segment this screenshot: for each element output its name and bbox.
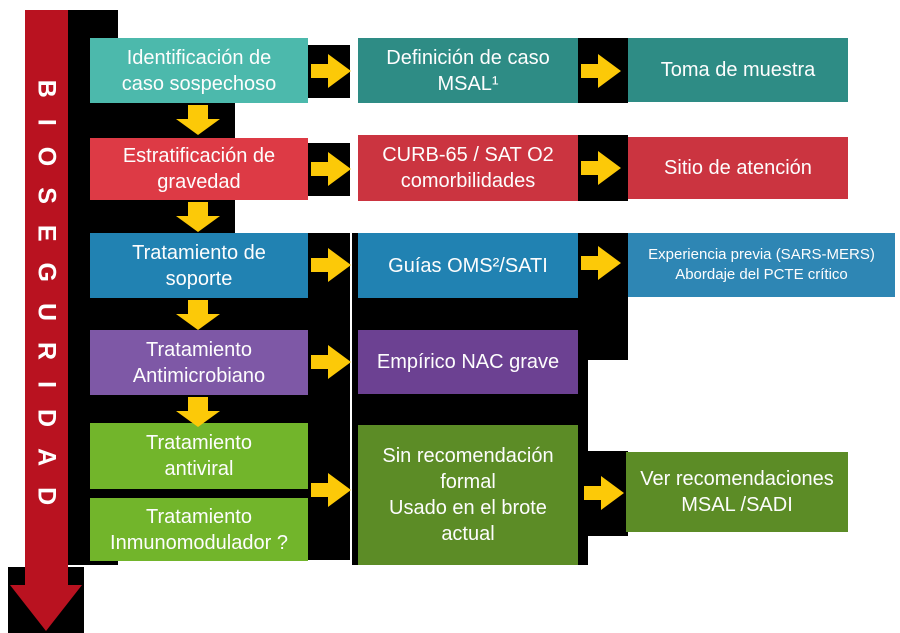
connector-green-divider — [68, 489, 345, 498]
flow-box-ver-recomendaciones: Ver recomendaciones MSAL /SADI — [626, 452, 848, 532]
flow-box-definicion-caso-msal: Definición de caso MSAL¹ — [358, 38, 578, 103]
flow-box-experiencia-previa: Experiencia previa (SARS-MERS) Abordaje … — [628, 233, 895, 297]
biosecurity-arrow-icon — [10, 585, 82, 631]
flow-box-estratificacion-gravedad: Estratificación de gravedad — [90, 138, 308, 200]
flow-box-tratamiento-antiviral: Tratamiento antiviral — [90, 423, 308, 489]
down-arrow-icon — [176, 397, 220, 427]
right-arrow-icon — [584, 476, 624, 510]
right-arrow-icon — [581, 151, 621, 185]
down-arrow-icon — [176, 105, 220, 135]
right-arrow-icon — [311, 54, 351, 88]
flow-box-toma-de-muestra: Toma de muestra — [628, 38, 848, 102]
right-arrow-icon — [581, 246, 621, 280]
biosecurity-arrow-shaft — [25, 10, 68, 585]
down-arrow-icon — [176, 300, 220, 330]
flow-box-empirico-nac-grave: Empírico NAC grave — [358, 330, 578, 394]
right-arrow-icon — [311, 152, 351, 186]
flow-box-guias-oms-sati: Guías OMS²/SATI — [358, 233, 578, 298]
right-arrow-icon — [581, 54, 621, 88]
right-arrow-icon — [311, 345, 351, 379]
biosecurity-label: BIOSEGURIDAD — [32, 79, 61, 527]
flow-box-sitio-de-atencion: Sitio de atención — [628, 137, 848, 199]
connector-arrow-column — [308, 233, 350, 560]
right-arrow-icon — [311, 248, 351, 282]
right-arrow-icon — [311, 473, 351, 507]
down-arrow-icon — [176, 202, 220, 232]
flow-box-tratamiento-inmunomodulador: Tratamiento Inmunomodulador ? — [90, 498, 308, 561]
flow-box-sin-recomendacion-formal: Sin recomendación formal Usado en el bro… — [358, 425, 578, 565]
flow-box-tratamiento-soporte: Tratamiento de soporte — [90, 233, 308, 298]
flow-box-tratamiento-antimicrobiano: Tratamiento Antimicrobiano — [90, 330, 308, 395]
flow-box-identificacion-caso: Identificación de caso sospechoso — [90, 38, 308, 103]
flow-box-curb65-sato2: CURB-65 / SAT O2 comorbilidades — [358, 135, 578, 201]
